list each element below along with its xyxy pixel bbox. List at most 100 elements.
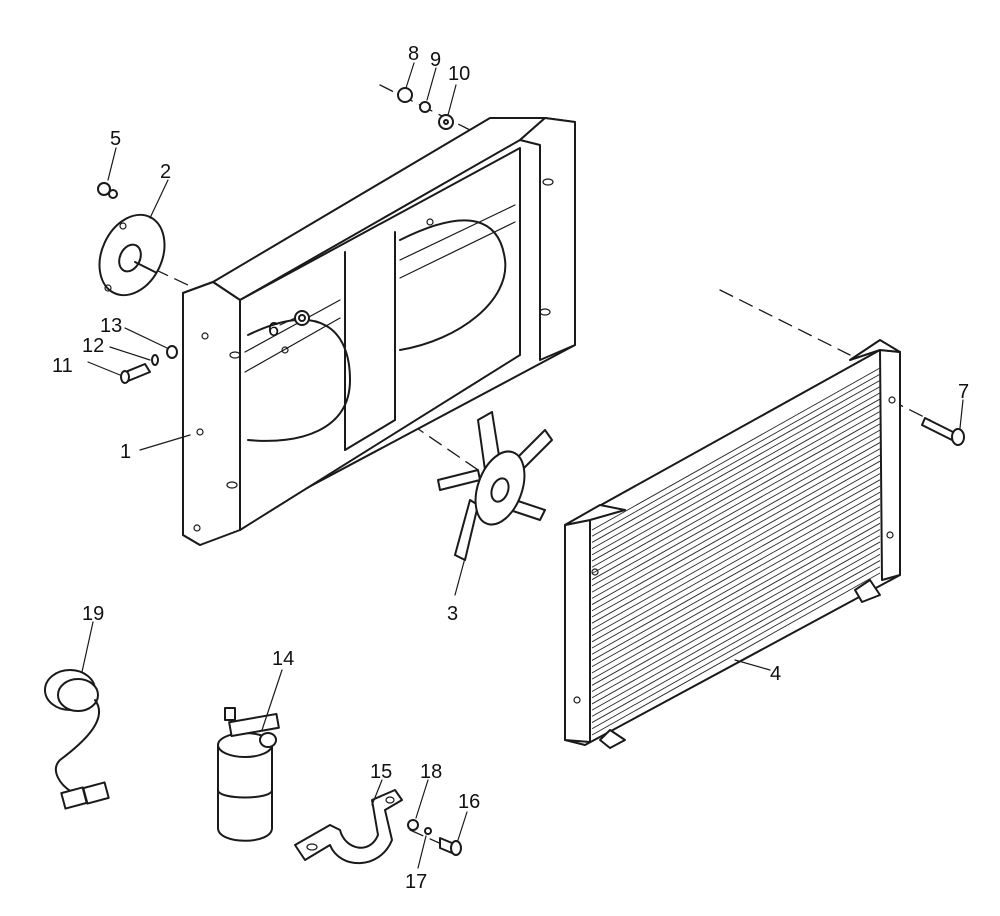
shroud-rail-right-top (399, 204, 516, 261)
condenser-fin-line (591, 522, 881, 686)
condenser-fin-line (591, 373, 881, 537)
bracket-band (294, 789, 403, 865)
leader-2 (149, 179, 169, 219)
callout-1: 1 (120, 441, 131, 463)
drier-port (259, 732, 277, 748)
screw-5-head (97, 182, 111, 196)
condenser-top-bracket (564, 504, 626, 526)
switch-wire (54, 699, 101, 793)
washer-9 (419, 101, 431, 113)
motor-plate-hole (119, 222, 127, 230)
callout-14: 14 (272, 648, 294, 670)
shroud-hole (426, 218, 434, 226)
condenser-fin-line (591, 547, 881, 711)
condenser-fin-line (591, 566, 881, 730)
bolt-7-shank (921, 417, 956, 441)
condenser-fin-line (591, 386, 881, 550)
fan-blade-left (437, 469, 481, 491)
condenser-fin-line (591, 479, 881, 643)
condenser-fin-line (591, 398, 881, 562)
condenser-hole (591, 568, 599, 576)
condenser-fin-line (591, 435, 881, 599)
condenser-left-tank (564, 519, 591, 743)
leader-14 (261, 669, 283, 731)
mounting-bracket (294, 789, 403, 865)
leader-13 (124, 327, 168, 349)
shroud-hole (281, 346, 289, 354)
shroud-rail-right-bottom (399, 221, 516, 279)
callout-18: 18 (420, 761, 442, 783)
drier-cylinder (217, 744, 273, 842)
callout-13: 13 (100, 315, 122, 337)
callout-5: 5 (110, 128, 121, 150)
screw-5-washer (108, 189, 118, 199)
motor-plate-hub (118, 243, 142, 273)
condenser-fin-line (591, 504, 881, 668)
leader-11 (87, 361, 121, 376)
screw-16-shank (439, 837, 453, 854)
callout-12: 12 (82, 335, 104, 357)
shroud-hole (196, 428, 204, 436)
condenser-fin-line (591, 529, 881, 692)
washer-10 (438, 114, 454, 130)
fastener-set-left (120, 345, 178, 384)
leader-3 (454, 557, 466, 596)
condenser-hole (888, 396, 896, 404)
leader-9 (426, 67, 437, 101)
condenser-fin-line (591, 572, 881, 736)
pressure-switch (44, 669, 110, 810)
leader-5 (107, 147, 117, 181)
leader-16 (457, 811, 468, 841)
condenser-foot-right (854, 579, 881, 603)
washer-13 (166, 345, 178, 359)
fan-blade-bottom (454, 499, 479, 561)
condenser-hole (573, 696, 581, 704)
bolt-6 (294, 310, 310, 326)
callout-9: 9 (430, 49, 441, 71)
shroud-hole (201, 332, 209, 340)
screw-16-head (450, 840, 462, 856)
spring-washer-12 (151, 354, 159, 366)
motor-plate-disc (98, 213, 166, 297)
spring-washer-17 (424, 827, 432, 835)
fastener-set-bracket (407, 819, 462, 856)
bracket-slot-left (306, 843, 318, 851)
washer-18 (407, 819, 419, 831)
condenser-fin-line (591, 553, 881, 717)
condenser-fin-line (591, 473, 881, 636)
shroud-slot (542, 178, 554, 186)
drier-head (228, 712, 280, 738)
leader-19 (81, 621, 94, 673)
switch-connector-b (82, 781, 110, 805)
callout-6: 6 (268, 319, 279, 341)
callout-16: 16 (458, 791, 480, 813)
condenser-fin-line (591, 417, 881, 581)
condenser-fin-line (591, 460, 881, 624)
condenser-fin-line (591, 411, 881, 574)
condenser-top-right-bracket (849, 339, 901, 361)
callout-17: 17 (405, 871, 427, 893)
condenser-fin-line (591, 380, 881, 543)
callout-3: 3 (447, 603, 458, 625)
condenser-fin-line (591, 423, 881, 587)
condenser-fin-line (591, 448, 881, 612)
leader-6 (279, 317, 296, 326)
bolt-6-head (294, 310, 310, 326)
switch-connector-a (60, 786, 88, 810)
callout-8: 8 (408, 43, 419, 65)
motor-plate-hole (104, 284, 112, 292)
axis-line-radiator (719, 289, 851, 356)
condenser-fin-line (591, 535, 881, 699)
leader-15 (371, 779, 383, 806)
callout-labels: 1 2 3 4 5 6 7 8 9 10 11 12 13 14 15 16 1… (52, 43, 969, 893)
condenser-fin-line (591, 467, 881, 630)
callout-4: 4 (770, 663, 781, 685)
shroud-slot (226, 481, 238, 489)
leader-1 (139, 434, 191, 451)
shroud-rail-left-top (244, 299, 341, 353)
leader-7 (959, 399, 964, 429)
shroud-rail-left-bottom (244, 317, 341, 373)
condenser-fin-line (591, 510, 881, 674)
callout-10: 10 (448, 63, 470, 85)
bracket-slot-right (385, 796, 395, 804)
